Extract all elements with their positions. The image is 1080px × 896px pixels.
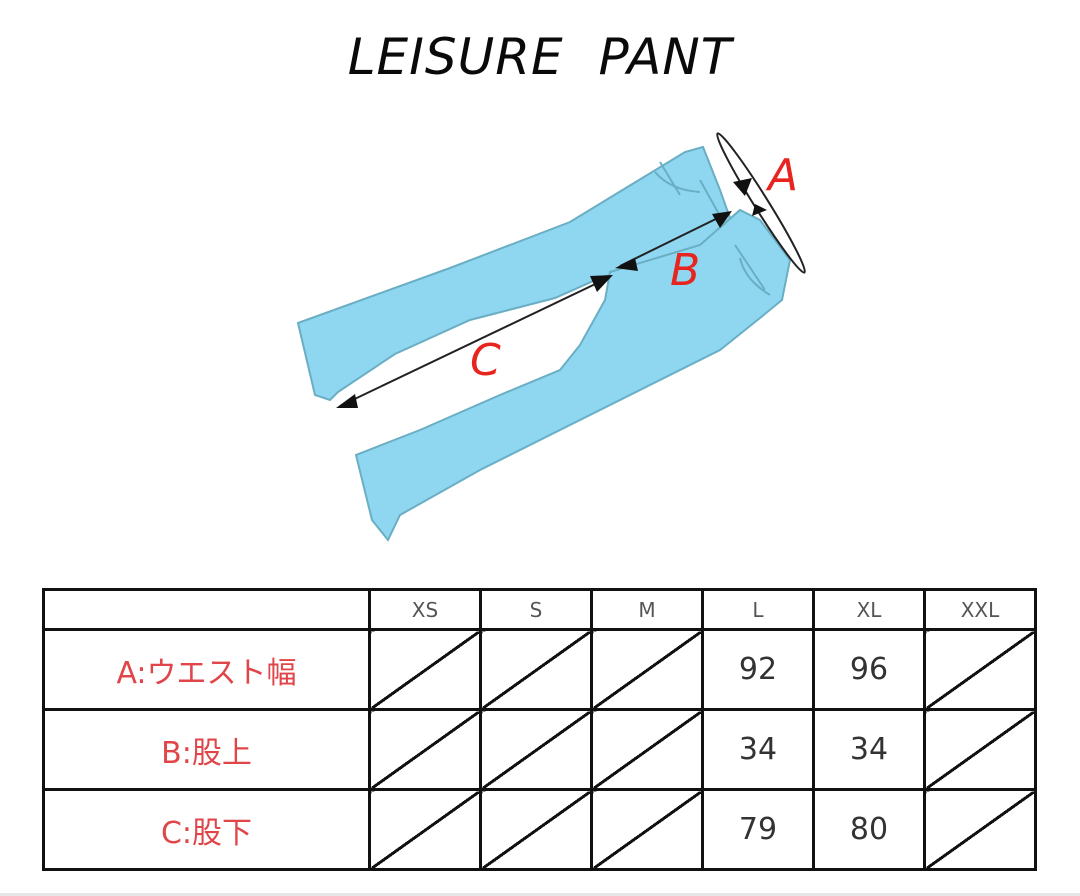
size-header-m: M xyxy=(590,588,704,631)
size-header-xl: XL xyxy=(812,588,926,631)
unavailable-cell xyxy=(369,709,481,790)
bottom-border xyxy=(0,893,1080,896)
size-header-s: S xyxy=(479,588,593,631)
unavailable-cell xyxy=(591,789,703,870)
value-cell-inseam-xl: 80 xyxy=(812,788,926,871)
unavailable-cell xyxy=(480,789,592,870)
unavailable-cell xyxy=(924,789,1036,870)
arrow-a-bottom xyxy=(752,204,767,216)
row-label-inseam: C:股下 xyxy=(42,788,371,871)
page-title: LEISURE PANT xyxy=(347,28,733,86)
table-row-inseam: C:股下 79 80 xyxy=(42,788,1036,871)
pants-measurement-diagram: A B C xyxy=(296,132,806,542)
label-b: B xyxy=(670,245,700,296)
row-label-waist: A:ウエスト幅 xyxy=(42,628,371,711)
value-cell-waist-l: 92 xyxy=(701,628,815,711)
pocket-outline xyxy=(654,171,771,296)
size-header-xs: XS xyxy=(368,588,482,631)
value-cell-rise-l: 34 xyxy=(701,708,815,791)
value-cell-inseam-l: 79 xyxy=(701,788,815,871)
size-header-l: L xyxy=(701,588,815,631)
inseam-line xyxy=(339,276,611,407)
unavailable-cell xyxy=(924,709,1036,790)
arrow-c-top xyxy=(590,275,613,292)
header-empty-cell xyxy=(42,588,371,631)
size-table: XS S M L XL XXL A:ウエスト幅 92 96 B:股上 34 34… xyxy=(42,588,1037,871)
table-row-rise: B:股上 34 34 xyxy=(42,708,1036,791)
arrow-b-bottom xyxy=(615,258,638,271)
unavailable-cell xyxy=(480,629,592,710)
unavailable-cell xyxy=(591,709,703,790)
unavailable-cell xyxy=(369,629,481,710)
unavailable-cell xyxy=(369,789,481,870)
label-a: A xyxy=(765,150,798,201)
unavailable-cell xyxy=(924,629,1036,710)
table-row-waist: A:ウエスト幅 92 96 xyxy=(42,628,1036,711)
value-cell-rise-xl: 34 xyxy=(812,708,926,791)
unavailable-cell xyxy=(480,709,592,790)
row-label-rise: B:股上 xyxy=(42,708,371,791)
size-header-xxl: XXL xyxy=(923,588,1037,631)
arrow-a-top xyxy=(733,178,752,196)
size-header-row: XS S M L XL XXL xyxy=(42,588,1037,631)
pants-lower-leg xyxy=(354,208,792,542)
arrow-c-bottom xyxy=(336,394,358,408)
arrow-b-top xyxy=(712,211,732,228)
value-cell-waist-xl: 96 xyxy=(812,628,926,711)
rise-line xyxy=(619,212,729,267)
label-c: C xyxy=(470,335,501,386)
unavailable-cell xyxy=(591,629,703,710)
